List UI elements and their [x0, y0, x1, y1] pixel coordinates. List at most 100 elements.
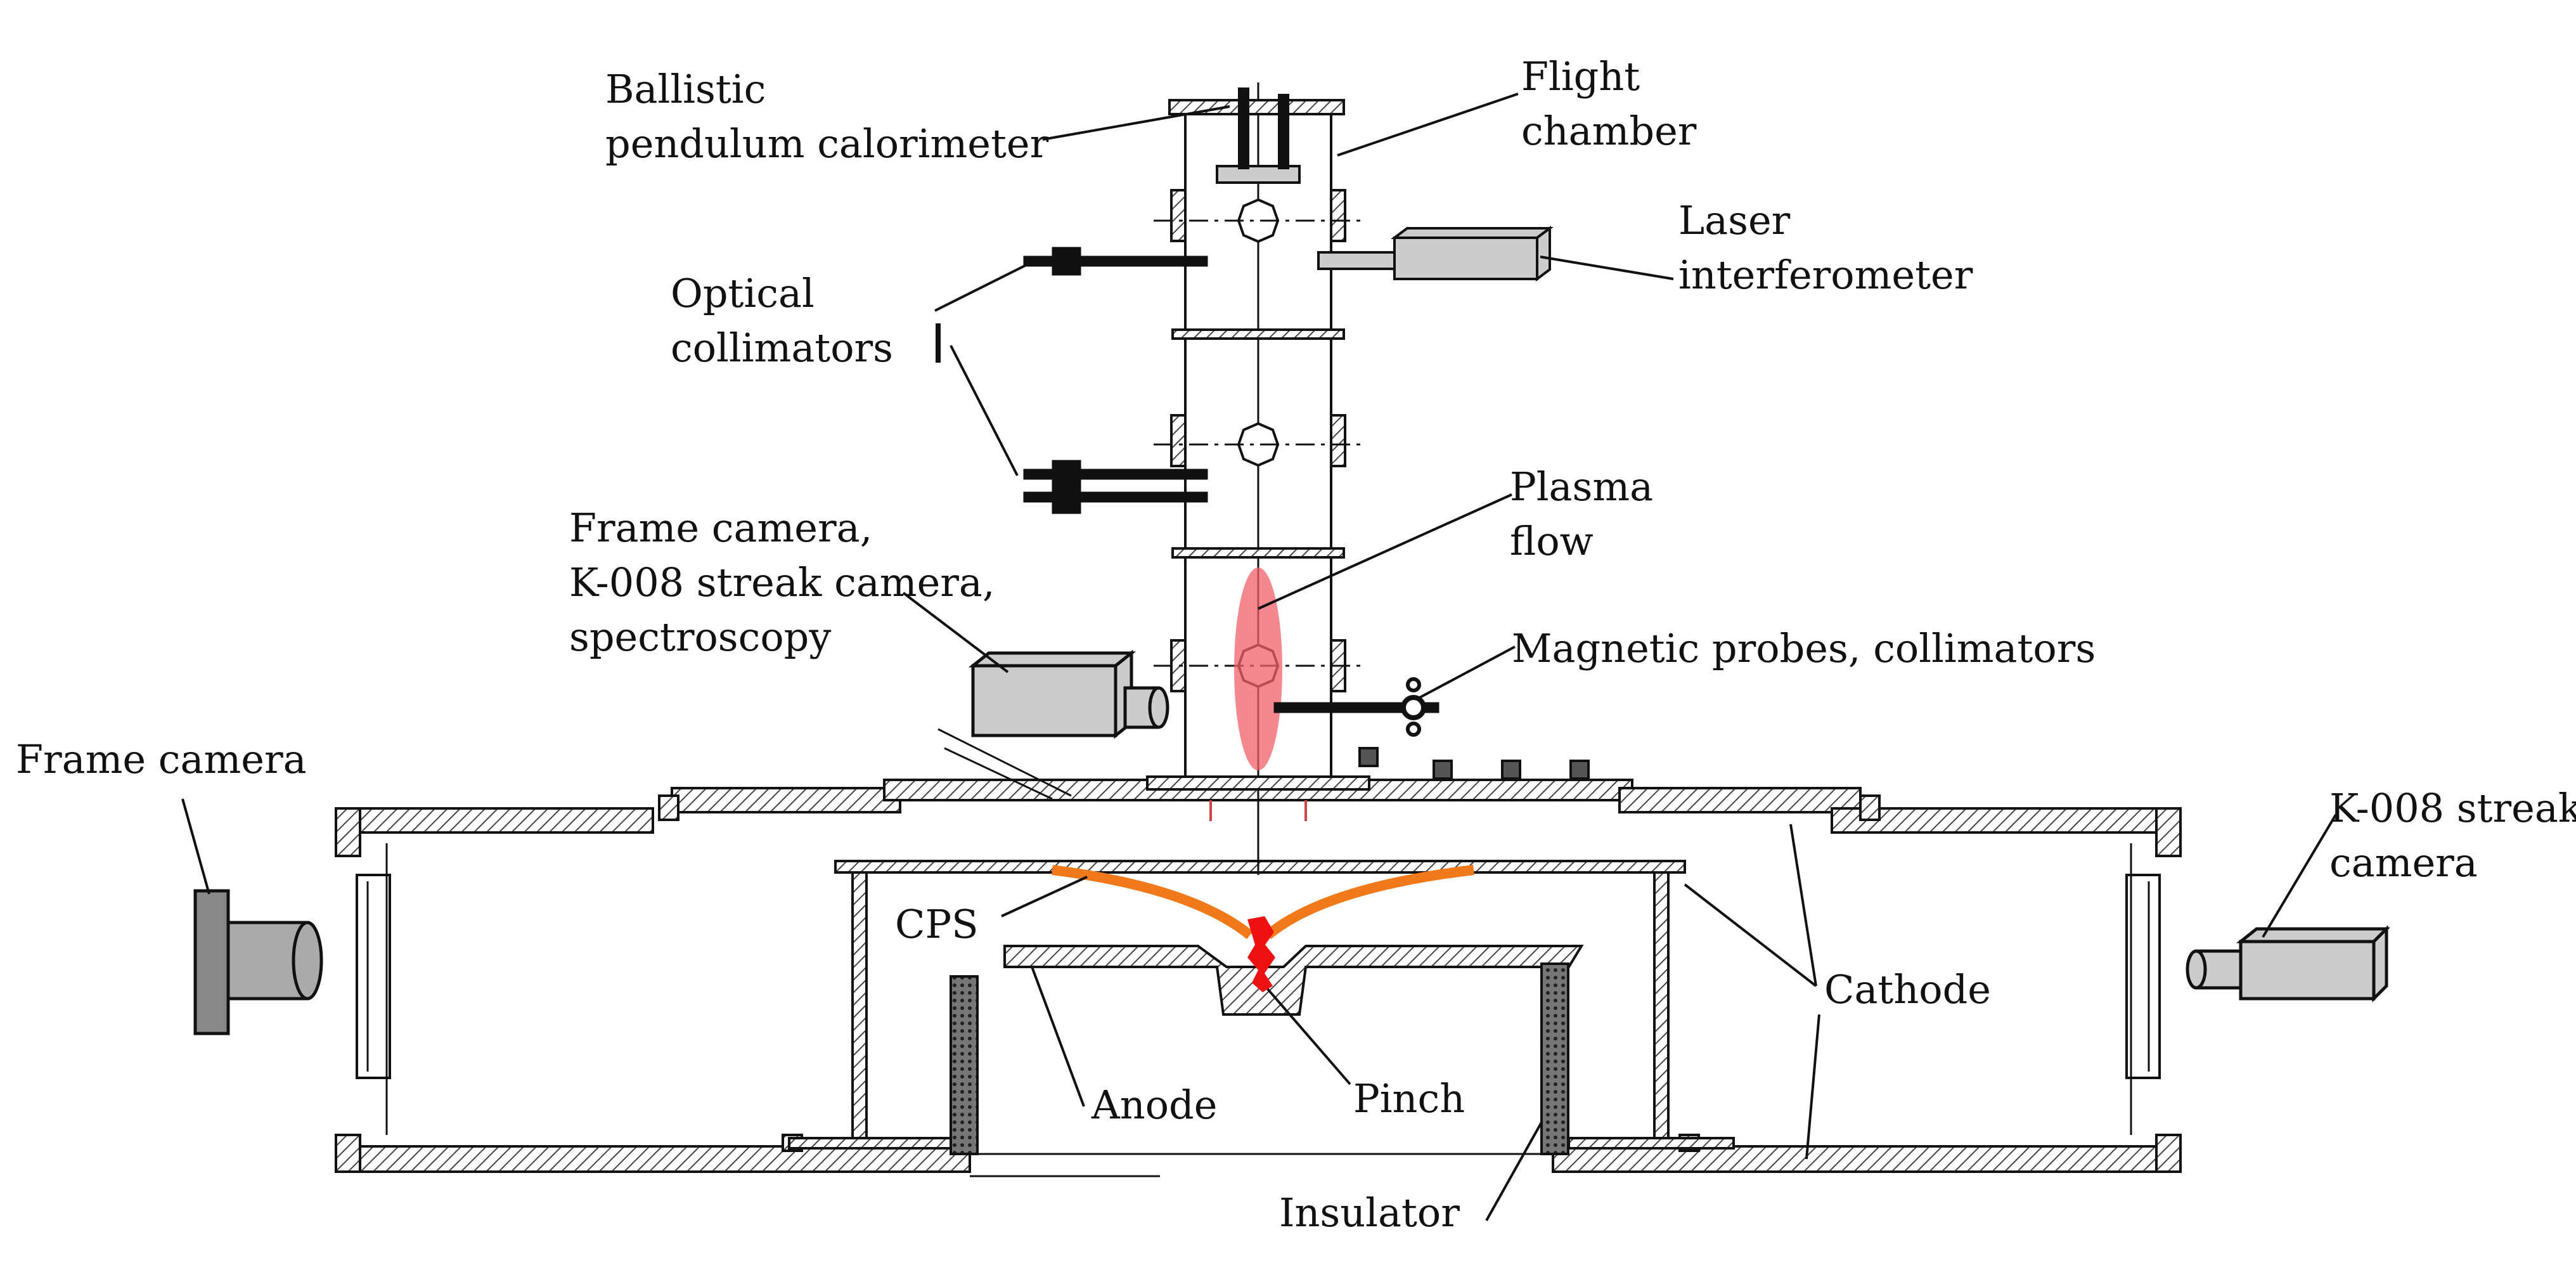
top-wall-right	[1831, 807, 2182, 834]
right-window	[2125, 874, 2161, 1079]
label-flight-chamber: Flight chamber	[1521, 53, 1697, 154]
label-insulator: Insulator	[1279, 1189, 1460, 1236]
camera-body	[2239, 940, 2376, 1001]
collimator-rod	[1023, 469, 1208, 480]
left-support	[851, 871, 868, 1146]
label-plasma-flow: Plasma flow	[1510, 463, 1654, 564]
magnetic-probe	[1273, 677, 1439, 737]
camera-side	[2372, 924, 2388, 1003]
leader-cathode-a	[1684, 883, 1817, 987]
leader-ballistic	[1042, 105, 1230, 141]
leader-flight-chamber	[1337, 93, 1519, 157]
leader-optical-a	[934, 262, 1031, 312]
connector	[1501, 760, 1521, 780]
laser-body	[1393, 237, 1538, 280]
cps-current-sheath	[1051, 865, 1254, 940]
leader-cps	[1001, 876, 1088, 917]
connector	[1358, 747, 1379, 767]
collimator-body	[1052, 460, 1081, 514]
laser-arm	[1317, 251, 1399, 270]
calorimeter-rod	[1238, 87, 1249, 169]
camera-back	[193, 889, 230, 1035]
label-k008-streak-camera: K-008 streak camera	[2329, 785, 2576, 886]
top-wall-left	[335, 807, 654, 834]
label-pinch: Pinch	[1353, 1075, 1465, 1122]
collimator-rod	[1023, 256, 1208, 267]
leader-k008	[2262, 813, 2337, 938]
right-support-foot	[1568, 1137, 1735, 1150]
leader-insulator	[1485, 1122, 1543, 1221]
left-support-foot	[788, 1137, 955, 1150]
leader-frame-camera	[181, 798, 210, 895]
laser-top	[1391, 227, 1554, 239]
label-laser-interferometer: Laser interferometer	[1678, 197, 1973, 298]
leader-lines	[181, 93, 2337, 1221]
optical-collimators	[1023, 247, 1208, 514]
cps-plate	[834, 860, 1686, 874]
laser-interferometer	[1317, 226, 1554, 282]
tube-section-flange	[1171, 547, 1345, 559]
flight-chamber-tube	[1146, 99, 1370, 821]
tube-bottom-flange	[1146, 775, 1370, 791]
bottom-wall-left	[335, 1145, 971, 1173]
probe-head	[1401, 695, 1426, 720]
label-cps: CPS	[895, 901, 979, 947]
bolt-block	[658, 794, 679, 821]
right-support	[1653, 871, 1670, 1146]
leader-laser	[1540, 256, 1674, 280]
leader-anode	[1031, 966, 1085, 1107]
pinch	[1247, 916, 1275, 992]
leader-cathode-c	[1805, 1014, 1820, 1160]
laser-side	[1536, 226, 1551, 282]
side-port	[1330, 189, 1346, 242]
camera-front	[292, 921, 323, 1001]
right-insulator	[1540, 962, 1569, 1155]
label-frame-camera: Frame camera	[16, 736, 307, 782]
label-anode: Anode	[1092, 1082, 1218, 1128]
leader-pinch	[1266, 988, 1351, 1085]
leader-magnetic	[1419, 645, 1516, 699]
camera-lens-front	[1148, 686, 1169, 729]
cps-current-sheath	[1264, 865, 1474, 940]
camera-body	[971, 664, 1117, 737]
left-flange-top	[335, 807, 361, 857]
label-frame-streak-spectroscopy: Frame camera, K-008 streak camera, spect…	[569, 505, 995, 660]
left-flange-bottom	[335, 1134, 361, 1173]
top-connectors	[1358, 747, 1590, 780]
bolt-block	[1859, 794, 1881, 821]
label-ballistic-calorimeter: Ballistic pendulum calorimeter	[605, 66, 1049, 167]
leader-frame-streak	[902, 592, 1009, 673]
leader-cathode-b	[1789, 824, 1817, 987]
ballistic-calorimeter	[1216, 87, 1301, 184]
leader-plasma	[1258, 493, 1512, 610]
left-insulator	[950, 975, 979, 1155]
side-port	[1330, 414, 1346, 467]
collimator-rod	[1023, 491, 1208, 503]
calorimeter-rod	[1278, 94, 1289, 169]
label-cathode: Cathode	[1824, 966, 1991, 1013]
probe-rod	[1273, 702, 1439, 713]
window-port	[1237, 422, 1280, 467]
probe-ring	[1406, 722, 1421, 737]
connector	[1569, 760, 1590, 780]
right-flange-bottom	[2155, 1134, 2182, 1173]
top-wall-right-step	[1618, 787, 1862, 813]
connector	[1433, 760, 1453, 780]
upper-camera	[937, 649, 1169, 800]
window-port	[1237, 198, 1280, 243]
left-frame-camera	[193, 889, 323, 1035]
probe-ring	[1406, 677, 1421, 692]
top-wall-left-step	[671, 787, 901, 813]
bottom-wall-right	[1552, 1145, 2182, 1173]
plasma-flow	[1234, 567, 1282, 770]
right-streak-camera	[2186, 924, 2391, 1003]
anode	[1003, 945, 1584, 1016]
side-port	[1170, 189, 1187, 242]
side-port	[1170, 414, 1187, 467]
view-line	[937, 728, 1072, 797]
label-optical-collimators: Optical collimators	[671, 270, 893, 371]
left-window	[356, 874, 391, 1079]
tube-section-flange	[1171, 328, 1345, 340]
side-port	[1170, 639, 1187, 692]
